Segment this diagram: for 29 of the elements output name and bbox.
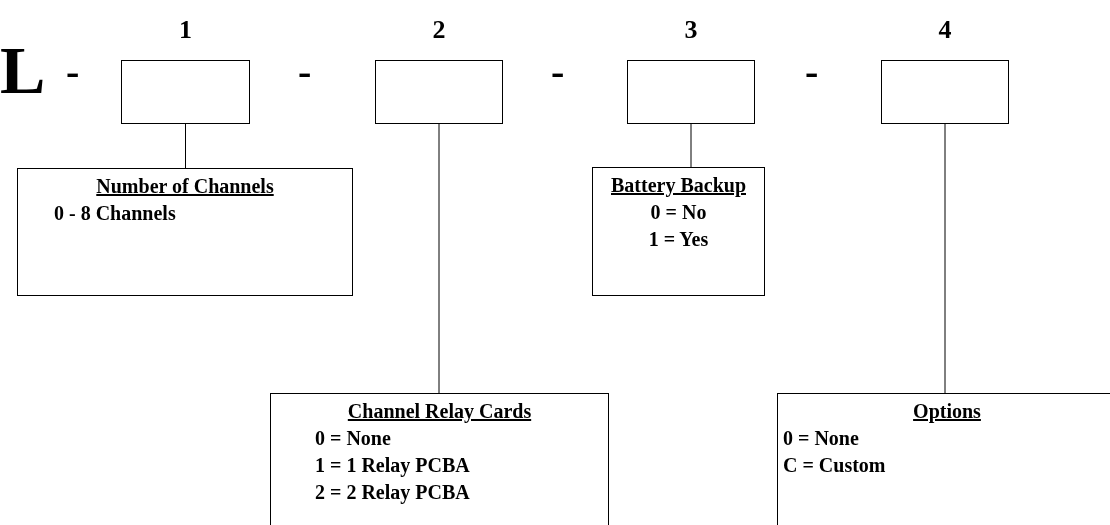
position-number: 1 — [179, 14, 192, 46]
option-line: 0 = None — [782, 426, 860, 451]
position-number: 3 — [684, 14, 698, 46]
option-line: 1 = Yes — [647, 227, 710, 252]
position-number: 4 — [938, 14, 952, 46]
heading: Channel Relay Cards — [346, 399, 533, 425]
heading: Battery Backup — [610, 173, 747, 199]
heading: Options — [912, 399, 982, 425]
description-box — [17, 168, 353, 296]
option-line: 0 = No — [649, 200, 708, 225]
description-box — [270, 393, 609, 525]
option-line: C = Custom — [782, 453, 887, 478]
heading: Number of Channels — [95, 174, 275, 199]
description-box — [592, 167, 765, 296]
connector-line — [690, 123, 692, 168]
connector-line — [438, 123, 440, 394]
option-line: 2 = 2 Relay PCBA — [314, 480, 471, 506]
option-line: 1 = 1 Relay PCBA — [314, 453, 471, 479]
separator-dash: - — [551, 52, 565, 92]
prefix-letter: L — [0, 36, 46, 104]
option-line: 0 - 8 Channels — [53, 201, 177, 226]
connector-line — [944, 123, 946, 394]
description-box — [777, 393, 1110, 525]
option-line: 0 = None — [314, 426, 392, 451]
connector-line — [185, 123, 186, 169]
separator-dash: - — [298, 52, 312, 92]
position-number: 2 — [432, 14, 446, 46]
separator-dash: - — [66, 52, 80, 92]
separator-dash: - — [805, 52, 819, 92]
